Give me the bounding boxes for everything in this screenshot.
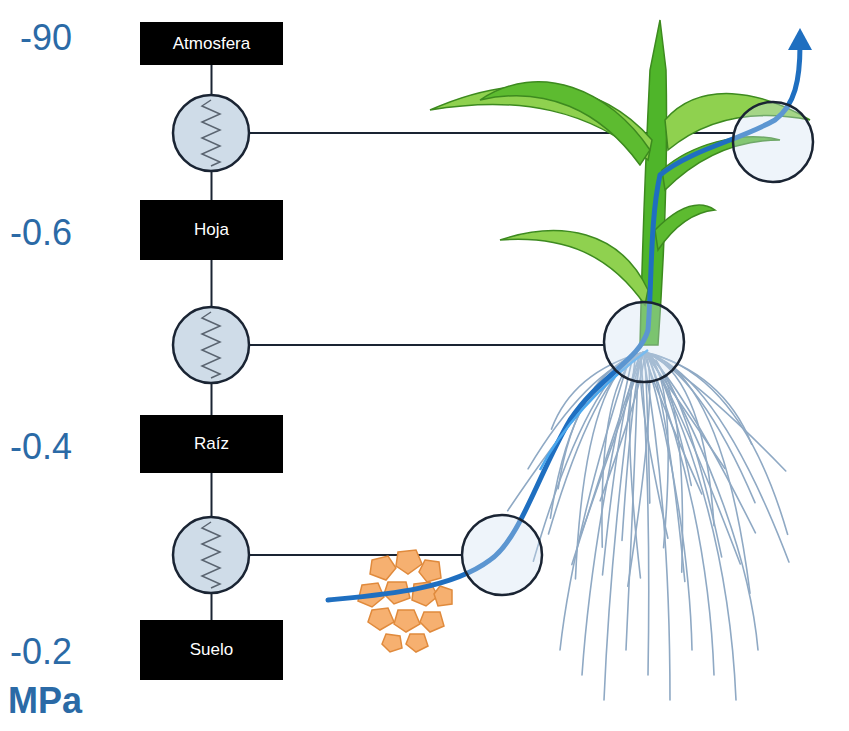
water-flow-path — [328, 45, 800, 600]
potential-value: -90 — [20, 20, 72, 56]
flow-circle — [462, 515, 542, 595]
level-label: Suelo — [190, 640, 233, 660]
resistor-symbol — [173, 517, 249, 593]
flow-circle — [733, 102, 813, 182]
unit-label: MPa — [8, 683, 82, 719]
flow-arrowhead — [788, 28, 812, 50]
resistor-symbol — [173, 307, 249, 383]
leader-line — [211, 344, 605, 346]
level-box: Atmosfera — [140, 22, 283, 65]
level-box: Suelo — [140, 620, 283, 680]
potential-value: -0.2 — [10, 634, 72, 670]
flow-circle — [604, 302, 684, 382]
roots — [508, 352, 789, 700]
level-label: Atmosfera — [173, 34, 250, 54]
potential-value: -0.6 — [10, 215, 72, 251]
level-label: Hoja — [194, 220, 229, 240]
level-box: Hoja — [140, 200, 283, 260]
plant-leaves — [430, 20, 810, 345]
level-label: Raíz — [194, 434, 229, 454]
resistor-symbol — [173, 95, 249, 171]
potential-value: -0.4 — [10, 429, 72, 465]
level-box: Raíz — [140, 415, 283, 473]
soil-particles — [358, 550, 452, 652]
